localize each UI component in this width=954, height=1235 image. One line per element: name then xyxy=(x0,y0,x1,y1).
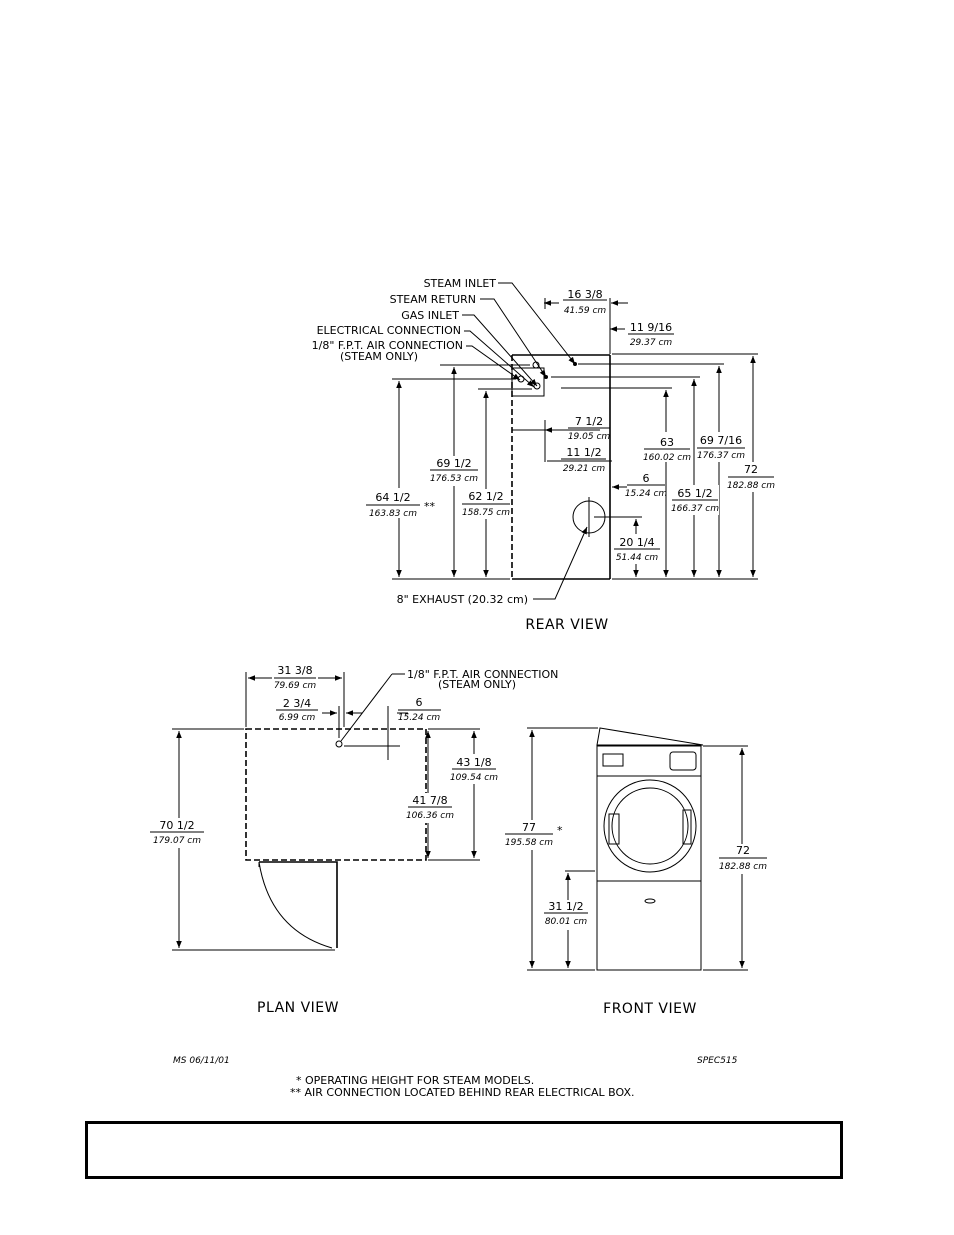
rear-view: STEAM INLET STEAM RETURN GAS INLET ELECT… xyxy=(312,277,776,633)
note-air-connection: ** AIR CONNECTION LOCATED BEHIND REAR EL… xyxy=(290,1086,635,1099)
dim-front-72-cm: 182.88 cm xyxy=(719,862,767,872)
dim-72: 72 xyxy=(744,463,758,476)
dim-bg xyxy=(542,900,590,930)
air-connection-leader xyxy=(466,345,521,381)
dim-6: 6 xyxy=(643,472,650,485)
dim-bg xyxy=(364,488,422,518)
dim-77-cm: 195.58 cm xyxy=(505,838,553,848)
gas-inlet-label: GAS INLET xyxy=(401,309,459,322)
dim-77: 77 xyxy=(522,821,536,834)
front-coin-box-icon xyxy=(669,751,697,771)
plan-air-connection-icon xyxy=(335,740,343,748)
plan-air-leader xyxy=(340,673,393,742)
dim-69-1-2: 69 1/2 xyxy=(436,457,471,470)
dim-7-1-2-cm: 19.05 cm xyxy=(568,432,611,442)
exhaust-label: 8" EXHAUST (20.32 cm) xyxy=(397,593,528,606)
dim-43-1-8: 43 1/8 xyxy=(456,756,491,769)
dim-16-3-8-cm: 41.59 cm xyxy=(564,306,607,316)
dim-62-1-2-cm: 158.75 cm xyxy=(462,508,510,518)
dim-2-3-4-cm: 6.99 cm xyxy=(279,713,316,723)
dim-bg xyxy=(718,844,768,874)
dim-41-7-8: 41 7/8 xyxy=(412,794,447,807)
gas-inlet-leader xyxy=(462,314,538,387)
dim-69-7-16-cm: 176.37 cm xyxy=(697,451,745,461)
dim-bg xyxy=(504,820,554,850)
plan-air-connection-label: 1/8" F.P.T. AIR CONNECTION xyxy=(407,668,558,681)
dim-65-1-2-cm: 166.37 cm xyxy=(671,504,719,514)
dim-41-7-8-cm: 106.36 cm xyxy=(406,811,454,821)
steam-return-leader xyxy=(480,298,547,378)
front-star-marker: * xyxy=(557,824,563,837)
dim-11-1-2: 11 1/2 xyxy=(566,446,601,459)
dim-bg xyxy=(407,793,453,823)
exhaust-leader xyxy=(533,526,588,600)
electrical-connection-label: ELECTRICAL CONNECTION xyxy=(317,324,461,337)
dim-31-1-2-cm: 80.01 cm xyxy=(545,917,588,927)
front-control-panel-icon xyxy=(602,753,624,767)
dim-31-3-8-cm: 79.69 cm xyxy=(274,681,317,691)
dim-bg xyxy=(272,664,318,694)
dim-plan-6-cm: 15.24 cm xyxy=(398,713,441,723)
dim-20-1-4: 20 1/4 xyxy=(619,536,654,549)
dim-64-1-2-cm: 163.83 cm xyxy=(369,509,417,519)
front-door-icon xyxy=(603,779,697,873)
rear-electrical-box xyxy=(511,367,545,397)
drawing-date-code: MS 06/11/01 xyxy=(173,1056,230,1066)
front-door-glass xyxy=(611,787,689,865)
dim-43-1-8-cm: 109.54 cm xyxy=(450,773,498,783)
front-machine-outline xyxy=(596,745,702,971)
plan-door-swing xyxy=(258,861,333,949)
dim-front-72: 72 xyxy=(736,844,750,857)
front-door-handle-icon xyxy=(608,813,620,845)
footer-box xyxy=(85,1121,843,1179)
front-vent-flap xyxy=(596,727,704,746)
dim-bg xyxy=(643,432,691,462)
dim-31-1-2: 31 1/2 xyxy=(548,900,583,913)
dim-69-1-2-cm: 176.53 cm xyxy=(430,474,478,484)
front-view-caption: FRONT VIEW xyxy=(603,1001,697,1017)
front-view: 77 195.58 cm * 72 182.88 cm 31 1/2 80.01… xyxy=(504,727,768,1017)
dim-20-1-4-cm: 51.44 cm xyxy=(616,553,659,563)
dim-bg xyxy=(428,456,480,486)
dim-70-1-2-cm: 179.07 cm xyxy=(153,836,201,846)
dim-63-cm: 160.02 cm xyxy=(643,453,691,463)
steam-inlet-label: STEAM INLET xyxy=(424,277,497,290)
dim-69-7-16: 69 7/16 xyxy=(700,434,742,447)
double-star-marker: ** xyxy=(424,500,436,513)
dim-70-1-2: 70 1/2 xyxy=(159,819,194,832)
rear-view-caption: REAR VIEW xyxy=(525,617,608,633)
electrical-leader xyxy=(464,330,535,388)
note-operating-height: * OPERATING HEIGHT FOR STEAM MODELS. xyxy=(296,1074,534,1087)
air-connection-label: 1/8" F.P.T. AIR CONNECTION xyxy=(312,339,463,352)
dim-6-cm: 15.24 cm xyxy=(625,489,668,499)
dim-72-cm: 182.88 cm xyxy=(727,481,775,491)
dim-bg xyxy=(696,432,746,462)
dim-16-3-8: 16 3/8 xyxy=(567,288,602,301)
plan-view: 1/8" F.P.T. AIR CONNECTION (STEAM ONLY) … xyxy=(147,664,558,1016)
electrical-connection-icon xyxy=(533,382,541,390)
dim-11-9-16: 11 9/16 xyxy=(630,321,672,334)
plan-machine-outline xyxy=(245,728,427,861)
air-connection-sub-label: (STEAM ONLY) xyxy=(340,350,418,363)
front-lint-drawer-icon xyxy=(644,898,656,904)
dim-64-1-2: 64 1/2 xyxy=(375,491,410,504)
spec-code: SPEC515 xyxy=(697,1056,738,1066)
dim-31-3-8: 31 3/8 xyxy=(277,664,312,677)
plan-air-connection-sub: (STEAM ONLY) xyxy=(438,678,516,691)
steam-inlet-leader xyxy=(498,282,576,365)
plan-step xyxy=(259,861,338,948)
dim-65-1-2: 65 1/2 xyxy=(677,487,712,500)
dim-plan-6: 6 xyxy=(416,696,423,709)
plan-view-caption: PLAN VIEW xyxy=(257,1000,339,1016)
dim-63: 63 xyxy=(660,436,674,449)
dim-7-1-2: 7 1/2 xyxy=(575,415,603,428)
steam-return-label: STEAM RETURN xyxy=(390,293,476,306)
dim-2-3-4: 2 3/4 xyxy=(283,697,311,710)
dim-11-9-16-cm: 29.37 cm xyxy=(630,338,673,348)
front-door-hinge-icon xyxy=(682,809,692,845)
dim-bg xyxy=(147,818,207,848)
dim-62-1-2: 62 1/2 xyxy=(468,490,503,503)
dim-11-1-2-cm: 29.21 cm xyxy=(563,464,606,474)
